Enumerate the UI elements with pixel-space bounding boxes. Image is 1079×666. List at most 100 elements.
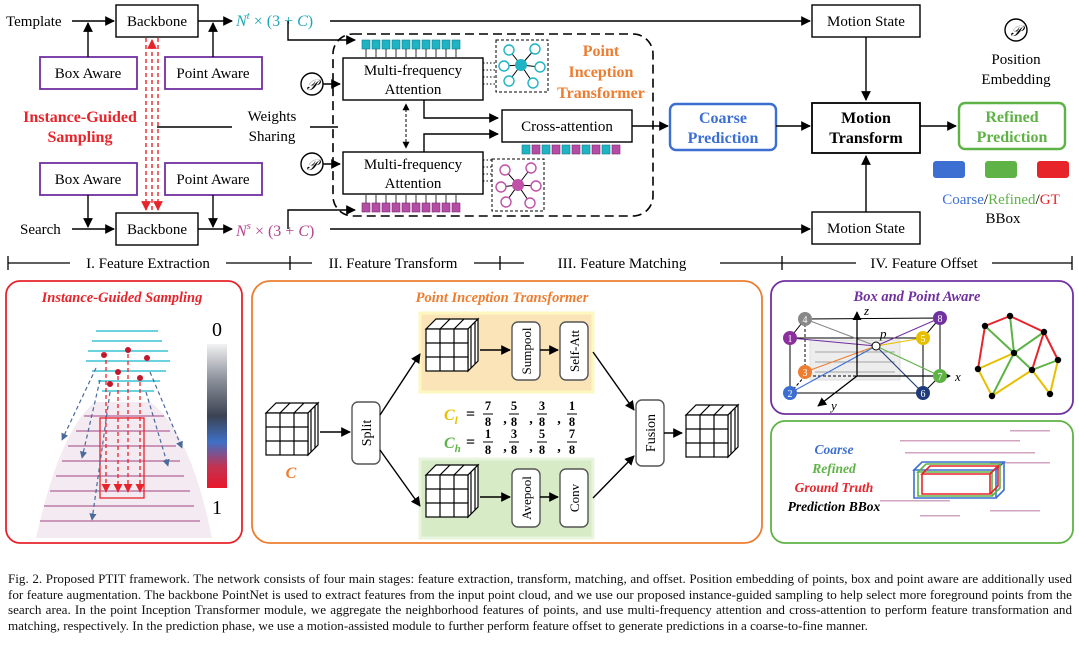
template-neighbor-graph — [495, 39, 549, 93]
conv-box — [559, 468, 589, 528]
point-aware-bottom — [164, 162, 263, 196]
sumpool-label: Sumpool — [519, 327, 534, 374]
mfa-bottom-label-1: Multi-frequency — [364, 157, 463, 173]
input-feature-cube — [264, 401, 320, 457]
pe-legend-label-1: Position — [991, 52, 1041, 68]
avepool-box — [511, 468, 541, 528]
prediction-bboxes — [912, 461, 1006, 499]
avepool-label: Avepool — [519, 476, 534, 520]
svg-text:,: , — [503, 440, 507, 455]
weights-label-2: Sharing — [249, 129, 296, 145]
cl-num-2: 3 — [539, 399, 545, 413]
figure-caption: Fig. 2. Proposed PTIT framework. The net… — [8, 571, 1072, 633]
search-label: Search — [20, 222, 61, 238]
cl-den-0: 8 — [485, 415, 491, 429]
legend-bbox-types: Coarse/Refined/GT — [942, 192, 1059, 208]
svg-text:,: , — [557, 440, 561, 455]
mfa-bottom-label-2: Attention — [385, 176, 442, 192]
ch-num-2: 5 — [539, 427, 545, 441]
svg-text:,: , — [529, 412, 533, 427]
legend-coarse-swatch — [933, 161, 965, 178]
mfa-top-box — [342, 57, 484, 101]
axis-y-label: y — [829, 398, 837, 413]
ch-num-1: 3 — [511, 427, 517, 441]
coarse-prediction-label-2: Prediction — [688, 130, 759, 147]
split-label: Split — [360, 420, 375, 447]
corner-8: 8 — [938, 314, 943, 325]
corner-3: 3 — [803, 368, 808, 379]
high-branch-cube — [424, 317, 480, 373]
backbone-bottom-label: Backbone — [127, 222, 187, 238]
pred-coarse-label: Coarse — [814, 442, 853, 457]
point-aware-bottom-label: Point Aware — [176, 172, 250, 188]
input-c-label: C — [286, 465, 297, 482]
ch-num-3: 7 — [569, 427, 575, 441]
sampling-panel-title: Instance-Guided Sampling — [41, 290, 203, 306]
motion-state-top-box — [811, 4, 921, 38]
box-aware-top — [39, 56, 138, 90]
aware-panel — [770, 280, 1074, 415]
template-label: Template — [6, 14, 62, 30]
cl-fractions: 78 , 58 , 38 , 18 — [483, 399, 577, 429]
motion-state-top-label: Motion State — [827, 14, 905, 30]
corner-7: 7 — [938, 372, 943, 383]
cl-den-2: 8 — [539, 415, 545, 429]
svg-text:,: , — [557, 412, 561, 427]
stage-3-label: III. Feature Matching — [558, 256, 687, 272]
sumpool-box — [511, 321, 541, 381]
mfa-top-label-1: Multi-frequency — [364, 63, 463, 79]
svg-text:,: , — [503, 412, 507, 427]
corner-4: 4 — [803, 315, 808, 326]
pit-container — [332, 33, 654, 217]
search-neighbor-graph — [491, 158, 545, 212]
pit-title-2: Inception — [569, 64, 634, 81]
cl-formula: Cl — [444, 407, 459, 427]
pit-title-1: Point — [583, 43, 620, 60]
cl-den-1: 8 — [511, 415, 517, 429]
self-att-box — [559, 321, 589, 381]
cl-num-0: 7 — [485, 399, 491, 413]
feature-bottom-formula: Ns × (3 + C) — [235, 220, 314, 240]
pred-gt-label: Ground Truth — [795, 480, 874, 495]
corner-2: 2 — [788, 389, 793, 400]
ch-equals: = — [466, 434, 475, 451]
point-aware-top-label: Point Aware — [176, 66, 250, 82]
ch-den-1: 8 — [511, 443, 517, 457]
sampling-label-2: Sampling — [48, 129, 113, 146]
cross-attention-label: Cross-attention — [521, 119, 613, 135]
ch-formula: Ch — [444, 435, 461, 455]
pe-legend-label-2: Embedding — [981, 72, 1051, 88]
sampling-color-scale — [207, 344, 227, 488]
coarse-prediction-box — [668, 102, 778, 152]
motion-transform-box — [811, 102, 921, 154]
position-embedding-legend-icon — [1004, 18, 1028, 42]
motion-state-bottom-box — [811, 211, 921, 245]
refined-prediction-label-1: Refined — [985, 109, 1038, 126]
feature-top-formula: Nt × (3 + C) — [235, 10, 313, 30]
corner-5: 5 — [921, 334, 926, 345]
stage-timeline — [7, 256, 1073, 270]
axis-x-label: x — [954, 369, 961, 384]
backbone-top-label: Backbone — [127, 14, 187, 30]
mfa-top-label-2: Attention — [385, 82, 442, 98]
pit-title-3: Transformer — [557, 85, 645, 102]
fusion-label: Fusion — [644, 414, 659, 452]
box-aware-bottom — [39, 162, 138, 196]
split-box — [351, 401, 381, 465]
refined-prediction-box — [957, 101, 1067, 151]
scale-bottom-label: 1 — [212, 497, 222, 519]
conv-label: Conv — [567, 483, 582, 512]
ch-den-2: 8 — [539, 443, 545, 457]
box-aware-top-label: Box Aware — [55, 66, 122, 82]
search-tokens — [361, 195, 461, 213]
point-graph — [974, 312, 1062, 400]
framework-diagram: Template Search Backbone Backbone Box Aw… — [5, 4, 1074, 544]
motion-transform-label-2: Transform — [829, 130, 903, 147]
aware-panel-title: Box and Point Aware — [853, 289, 981, 305]
ch-num-0: 1 — [485, 427, 491, 441]
bbox-3d — [788, 311, 951, 407]
ch-fractions: 18 , 38 , 58 , 78 — [483, 427, 577, 457]
corner-1: 1 — [788, 334, 793, 345]
point-p-label: p — [879, 326, 887, 341]
svg-text:,: , — [529, 440, 533, 455]
